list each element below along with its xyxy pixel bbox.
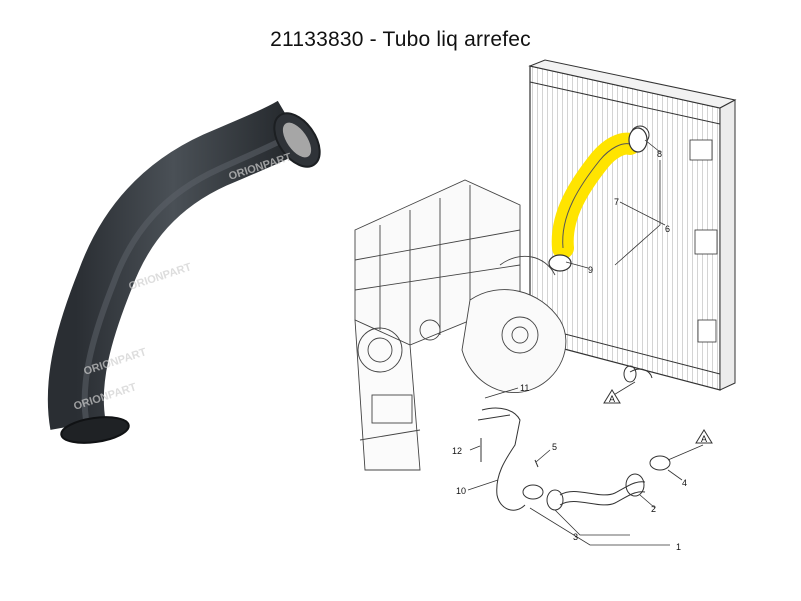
callout-12: 12 [452,446,462,456]
reference-mark-a: A [701,434,707,444]
callout-11: 11 [520,383,529,393]
callout-2: 2 [651,504,656,514]
callout-7: 7 [614,197,619,207]
callout-3: 3 [573,532,578,542]
callout-6: 6 [665,224,670,234]
callout-1: 1 [676,542,681,552]
upper-hose [548,127,648,272]
reference-mark-a: A [609,394,615,404]
callout-8: 8 [657,149,662,159]
leader-lines [467,139,704,546]
lower-pipes [477,365,671,517]
hose-photo [47,100,321,444]
callout-10: 10 [456,486,466,496]
radiator [528,59,737,391]
callout-5: 5 [552,442,557,452]
reference-marks: A A [603,389,713,444]
callout-4: 4 [682,478,687,488]
page-title: 21133830 - Tubo liq arrefec [270,28,531,51]
callout-9: 9 [588,265,593,275]
engine-block [354,179,567,471]
callout-numbers: 1 2 3 4 5 6 7 8 9 10 11 12 [452,149,687,552]
